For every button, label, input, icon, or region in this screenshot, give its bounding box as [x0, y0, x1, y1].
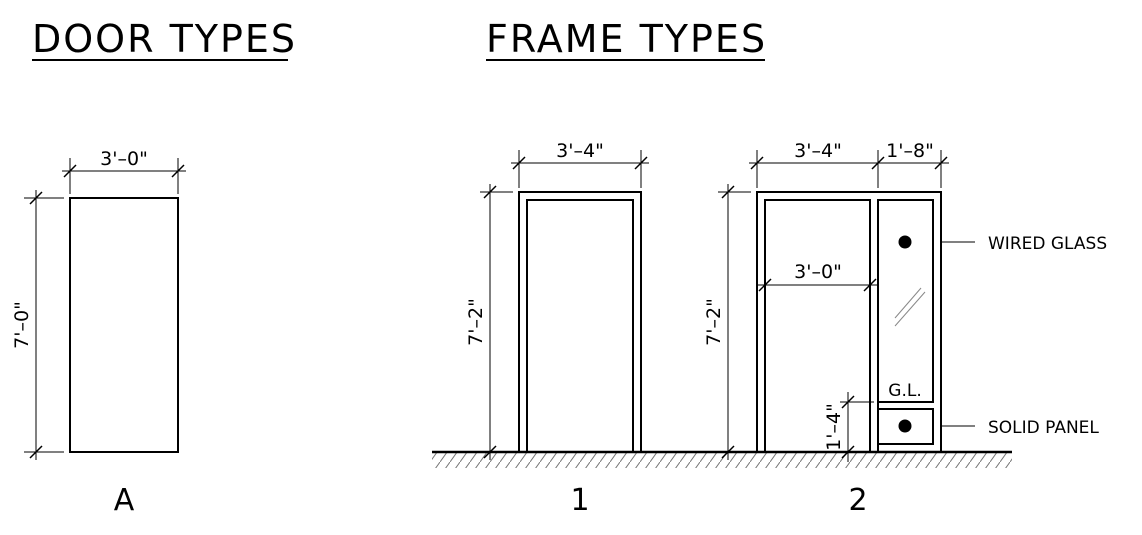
wired-glass-callout: WIRED GLASS	[988, 234, 1107, 254]
frame-2-height-tick-top	[721, 185, 735, 199]
frame-2-panel-tick-top	[841, 395, 855, 409]
frame-type-1: 3'–4" 7'–2" 1	[465, 140, 649, 518]
door-a-height-tick-top	[29, 191, 43, 205]
door-a-width-label: 3'–0"	[100, 148, 148, 170]
frame-1-height-label: 7'–2"	[465, 298, 487, 346]
frame-1-inner-profile	[526, 199, 634, 452]
frame-1-width-tick-right	[634, 156, 648, 170]
frame-2-sidelight-glass	[877, 199, 934, 403]
heading-door-types: DOOR TYPES	[32, 17, 297, 61]
door-a-width-tick-left	[63, 164, 77, 178]
frame-2-width-tick-left	[750, 156, 764, 170]
frame-2-opening-width-label: 3'–0"	[794, 261, 842, 283]
frame-1-width-tick-left	[512, 156, 526, 170]
frame-1-outer-profile	[518, 191, 642, 452]
heading-frame-types: FRAME TYPES	[486, 17, 767, 61]
frame-2-tag: 2	[848, 483, 867, 518]
frame-2-glass-hatch-1	[894, 287, 922, 319]
frame-2-opening-tick-left	[758, 278, 772, 292]
door-a-tag: A	[114, 483, 135, 518]
frame-2-opening-tick-right	[863, 278, 877, 292]
wired-glass-marker-icon	[898, 235, 912, 249]
frame-2-door-opening	[764, 199, 871, 452]
frame-1-height-tick-top	[483, 185, 497, 199]
door-type-a: 3'–0" 7'–0" A	[11, 148, 186, 518]
frame-2-panel-tick-bottom	[841, 445, 855, 459]
frame-1-tag: 1	[570, 483, 589, 518]
frame-2-height-tick-bottom	[721, 445, 735, 459]
frame-2-glass-label: G.L.	[888, 381, 921, 401]
frame-2-width-label: 3'–4"	[794, 140, 842, 162]
solid-panel-marker-icon	[898, 419, 912, 433]
frame-1-width-label: 3'–4"	[556, 140, 604, 162]
frame-2-height-label: 7'–2"	[703, 298, 725, 346]
frame-1-height-tick-bottom	[483, 445, 497, 459]
frame-2-width-tick-mid	[871, 156, 885, 170]
ground-hatch	[432, 452, 1012, 468]
solid-panel-callout: SOLID PANEL	[988, 418, 1099, 438]
frame-2-glass-hatch-2	[894, 291, 926, 327]
door-a-height-label: 7'–0"	[11, 301, 33, 349]
frame-2-width-tick-right	[934, 156, 948, 170]
frame-2-outer-profile	[756, 191, 942, 452]
frame-2-solid-panel	[877, 408, 934, 445]
door-a-height-tick-bottom	[29, 445, 43, 459]
frame-2-panel-height-label: 1'–4"	[823, 403, 845, 451]
frame-2-sidelight-width-label: 1'–8"	[886, 140, 934, 162]
door-a-width-tick-right	[171, 164, 185, 178]
door-a-leaf	[69, 197, 179, 453]
frame-type-2: G.L. WIRED GLASS SOLID PANEL 3'–4" 1'–8"…	[703, 140, 1107, 518]
